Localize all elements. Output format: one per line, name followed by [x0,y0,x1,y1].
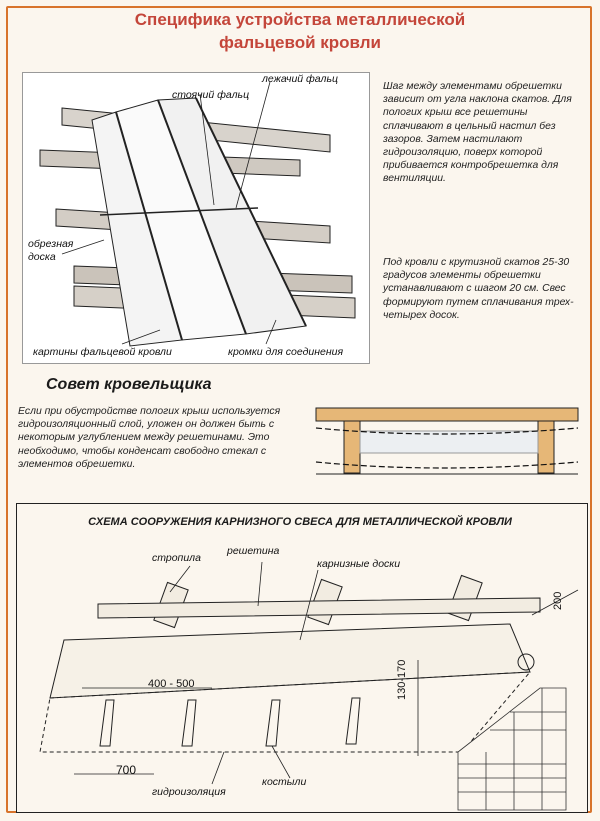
label-standing-seam: стоячий фальц [172,89,250,101]
batten [97,597,541,619]
membrane-top [315,427,579,435]
deck-board [315,407,579,422]
note-steep-roof: Под кровли с крутизной скатов 25-30 град… [383,257,574,321]
label-joint-edges: кромки для соединения [228,346,344,358]
title-line-2: фальцевой кровли [218,33,382,52]
crutch-2 [181,699,197,747]
label-edged-board: обрезная доска [28,238,74,263]
eave-boards [49,623,531,699]
label-eave-boards: карнизные доски [317,558,401,570]
advice-heading: Совет кровельщика [46,376,212,393]
crutch-3 [265,699,281,747]
crutch-4 [345,697,361,745]
dim-overhang: 700 [116,763,137,777]
scheme-title: СХЕМА СООРУЖЕНИЯ КАРНИЗНОГО СВЕСА ДЛЯ МЕ… [88,516,512,528]
membrane-bottom [315,461,579,469]
label-panels: картины фальцевой кровли [33,346,172,358]
insulation-layer [359,430,539,454]
title-line-1: Специфика устройства металлической [134,10,466,29]
crutch-1 [99,699,115,747]
gutter [517,653,535,671]
note-batten-spacing: Шаг между элементами обрешетки зависит о… [383,81,572,185]
label-crutches: костыли [262,776,307,788]
dim-width: 200 [552,591,564,610]
label-rafter: стропила [152,552,201,564]
label-waterproofing: гидроизоляция [152,786,226,798]
dim-height: 130-170 [396,659,408,700]
dim-step: 400 - 500 [148,678,195,690]
label-lying-seam: лежачий фальц [262,73,338,85]
rafter-3 [447,574,483,622]
brick-wall [457,687,567,811]
label-batten: решетина [227,545,280,557]
advice-text: Если при обустройстве пологих крыш испол… [18,406,281,470]
